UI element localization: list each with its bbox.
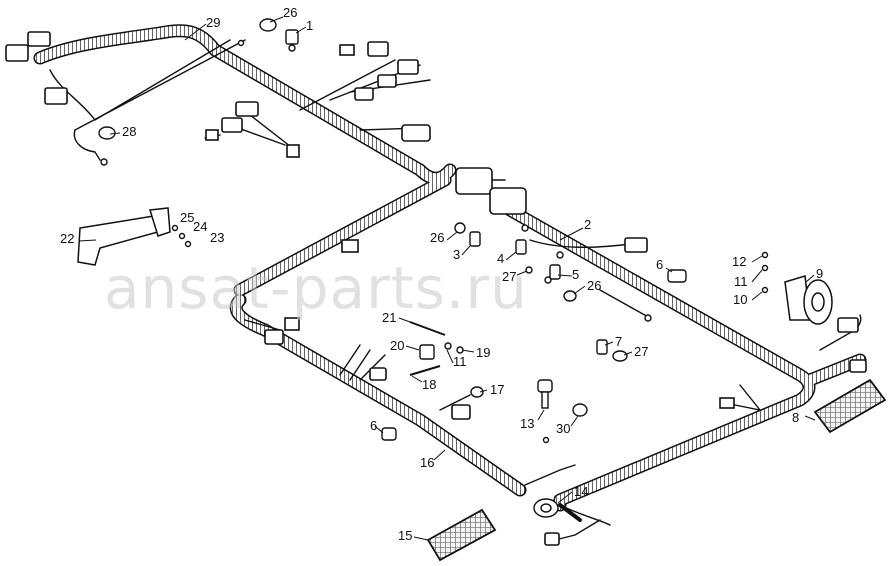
grommet-30 (572, 403, 588, 417)
callout-26-top: 26 (283, 5, 297, 20)
callout-23: 23 (210, 230, 224, 245)
callout-13: 13 (520, 416, 534, 431)
main-harness (33, 24, 867, 522)
callout-1: 1 (306, 18, 313, 33)
callout-4: 4 (497, 251, 504, 266)
callout-21: 21 (382, 310, 396, 325)
sensor-4 (515, 239, 527, 255)
connector-top-left-b (44, 87, 68, 105)
callout-9: 9 (816, 266, 823, 281)
small-parts (98, 18, 769, 518)
callout-18: 18 (422, 377, 436, 392)
switch-6-right (667, 269, 687, 283)
switch-6-left (381, 427, 397, 441)
callout-26-mid: 26 (430, 230, 444, 245)
sensor-1 (285, 29, 299, 45)
callout-27-mid: 27 (502, 269, 516, 284)
callout-6-right: 6 (656, 257, 663, 272)
callout-26-right: 26 (587, 278, 601, 293)
callout-6-left: 6 (370, 418, 377, 433)
connectors (5, 31, 867, 546)
callout-30: 30 (556, 421, 570, 436)
callout-2: 2 (584, 217, 591, 232)
callout-17: 17 (490, 382, 504, 397)
callout-10: 10 (733, 292, 747, 307)
sensor-7 (596, 339, 608, 355)
callout-22: 22 (60, 231, 74, 246)
grommet-28 (98, 126, 116, 140)
grommet-26-top (259, 18, 277, 32)
callout-11-mid: 11 (453, 354, 467, 369)
central-connector-a (455, 167, 493, 195)
callout-7: 7 (615, 334, 622, 349)
callout-3: 3 (453, 247, 460, 262)
sensor-3 (469, 231, 481, 247)
callout-8: 8 (792, 410, 799, 425)
callout-25: 25 (180, 210, 194, 225)
callout-19: 19 (476, 345, 490, 360)
sensor-5 (549, 264, 561, 280)
callout-29: 29 (206, 15, 220, 30)
callout-28: 28 (122, 124, 136, 139)
callout-27-right: 27 (634, 344, 648, 359)
grommet-17 (470, 386, 484, 398)
callout-16: 16 (420, 455, 434, 470)
part-13 (537, 379, 553, 393)
callout-20: 20 (390, 338, 404, 353)
switch-20 (419, 344, 435, 360)
lamp-8 (813, 378, 887, 434)
leader-lines (78, 16, 816, 541)
central-connector-b (489, 187, 527, 215)
callout-11-right: 11 (734, 274, 748, 289)
callout-12: 12 (732, 254, 746, 269)
callout-15: 15 (398, 528, 412, 543)
callout-14: 14 (574, 484, 588, 499)
callout-5: 5 (572, 267, 579, 282)
horn-9 (784, 275, 833, 325)
connector-top-left-a (5, 44, 29, 62)
callout-labels: 29 26 1 28 2 22 25 24 23 26 3 4 5 27 26 … (60, 5, 823, 543)
callout-24: 24 (193, 219, 207, 234)
lamp-15 (426, 508, 497, 562)
bracket-22 (77, 207, 171, 266)
watermark-text: ansat-parts.ru (104, 254, 528, 322)
